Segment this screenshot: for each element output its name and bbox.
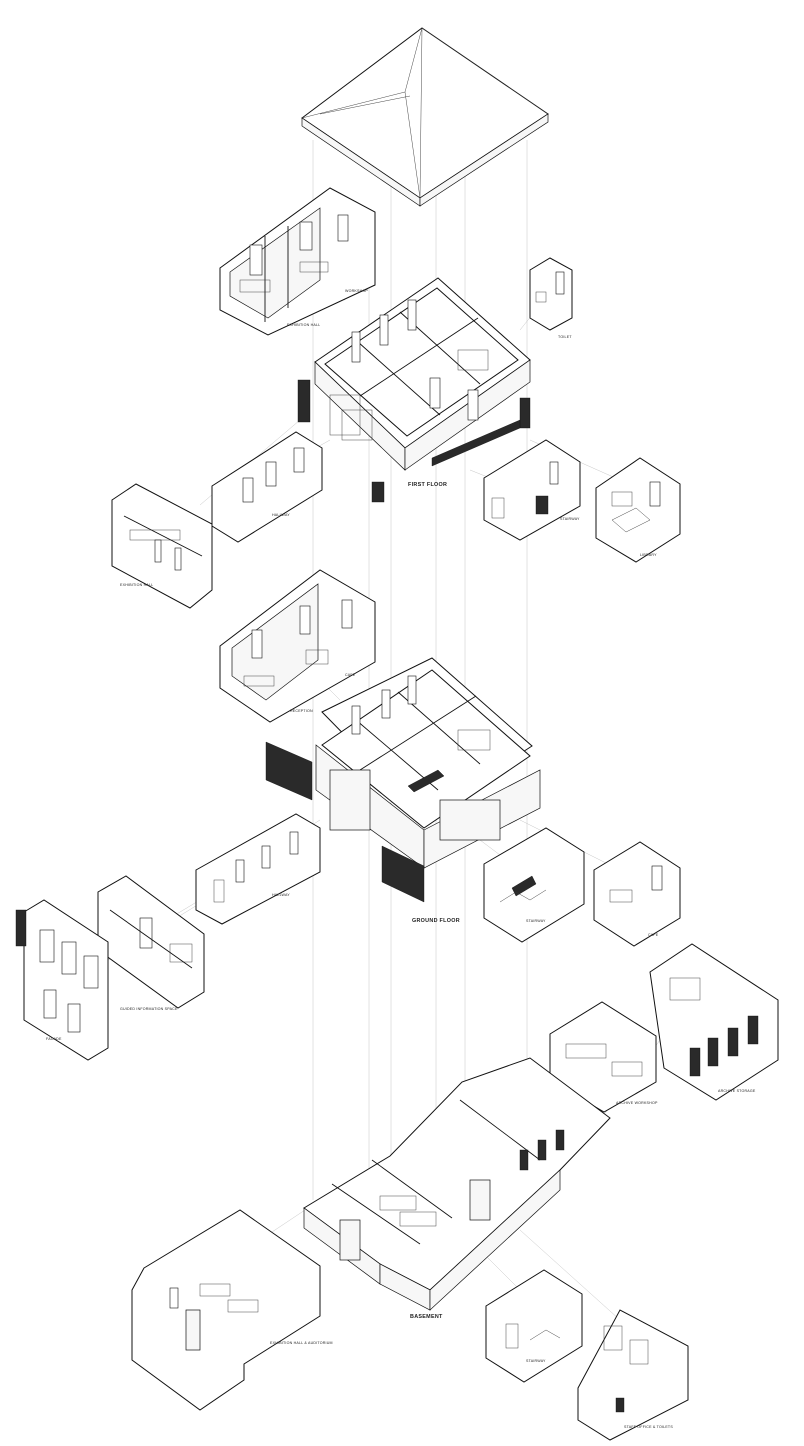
label-hallway-first: HALLWAY (272, 513, 290, 517)
staff-office-vignette (577, 1309, 689, 1441)
label-facade: FACADE (46, 1037, 62, 1041)
label-cafe-ground: CAFE (648, 933, 659, 937)
label-ground-floor: GROUND FLOOR (412, 918, 460, 924)
toilet-vignette (529, 257, 573, 331)
hallway-first-vignette (211, 431, 323, 543)
label-stairway-first: STAIRWAY (560, 517, 580, 521)
label-basement: BASEMENT (410, 1314, 443, 1320)
first-floor-block (297, 277, 531, 503)
label-exhibition-auditorium: EXHIBITION HALL & AUDITORIUM (270, 1341, 333, 1345)
guided-info-vignette (97, 875, 205, 1009)
stairway-first-vignette (483, 439, 581, 541)
facade-vignette (15, 899, 109, 1061)
ground-floor-block (265, 657, 541, 903)
library-vignette (595, 457, 681, 563)
label-workshop: WORKSHOP (345, 289, 368, 293)
label-staff-office-toilets: STAFF OFFICE & TOILETS (624, 1425, 673, 1429)
label-exhibition-hall-top: EXHIBITION HALL (287, 323, 320, 327)
label-archive-storage: ARCHIVE STORAGE (718, 1089, 756, 1093)
label-cafe-upper: CAFE (345, 673, 356, 677)
roof (301, 27, 549, 207)
label-archive-workshop: ARCHIVE WORKSHOP (616, 1101, 658, 1105)
archive-storage-vignette (649, 943, 779, 1101)
label-first-floor: FIRST FLOOR (408, 482, 447, 488)
basement-block (303, 1057, 611, 1311)
label-exhibition-hall-first: EXHIBITION HALL (120, 583, 153, 587)
label-stairway-basement: STAIRWAY (526, 1359, 546, 1363)
label-toilet: TOILET (558, 335, 572, 339)
cafe-ground-vignette (593, 841, 681, 947)
label-hallway-ground: HALLWAY (272, 893, 290, 897)
exhibition-auditorium-vignette (131, 1209, 321, 1411)
stairway-basement-vignette (485, 1269, 583, 1383)
label-reception: RECEPTION (290, 709, 313, 713)
label-library: LIBRARY (640, 553, 657, 557)
workshop-vignette (219, 187, 376, 336)
label-stairway-ground: STAIRWAY (526, 919, 546, 923)
reception-cafe-vignette (219, 569, 376, 723)
stairway-ground-vignette (483, 827, 585, 943)
label-guided-info: GUIDED INFORMATION SPACE (120, 1007, 178, 1011)
hallway-ground-vignette (195, 813, 321, 925)
exhibition-hall-first-vignette (111, 483, 213, 609)
